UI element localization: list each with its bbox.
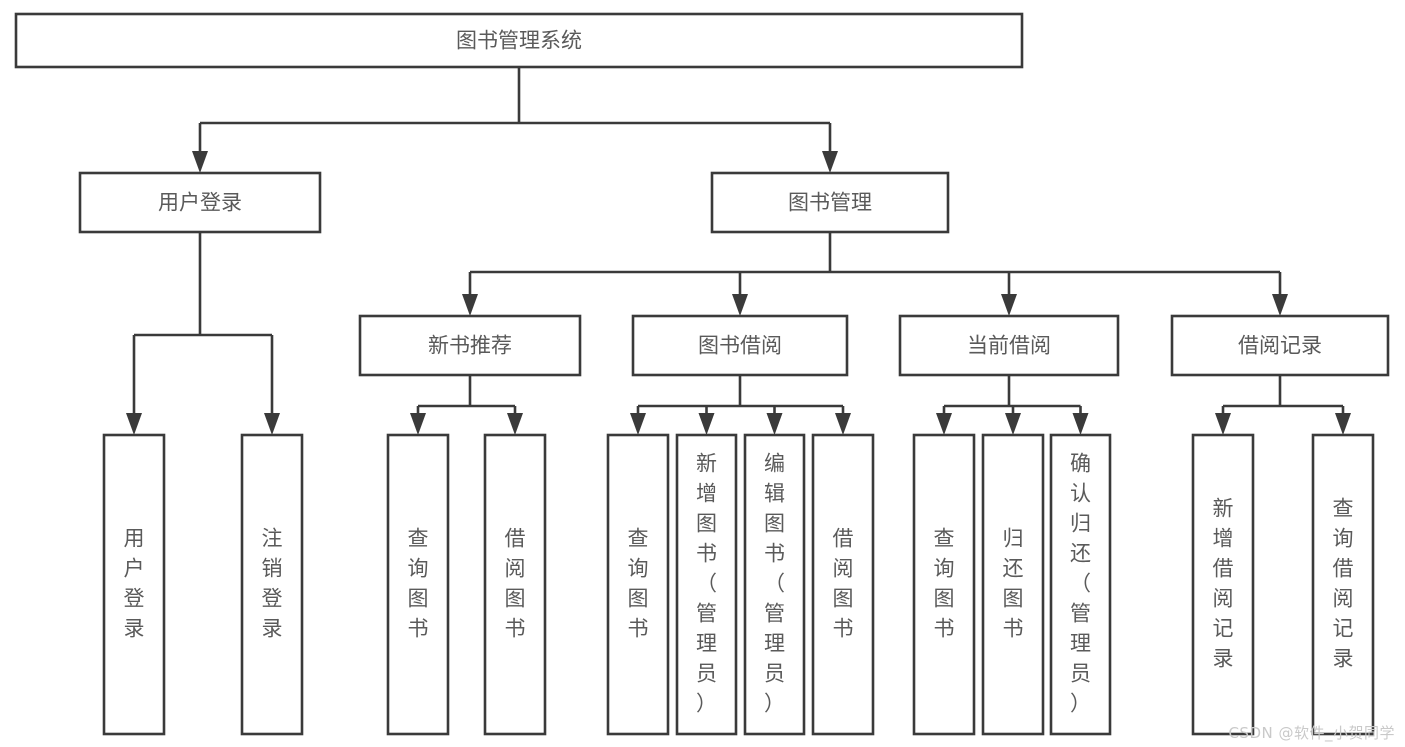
node-new-book-recommend[interactable]: 新书推荐 <box>358 314 582 377</box>
node-label-book-manage: 图书管理 <box>788 191 872 215</box>
node-box-leaf-edit-book <box>743 433 806 736</box>
node-label-new-book-recommend: 新书推荐 <box>428 334 512 358</box>
node-leaf-query-record[interactable]: 查询借阅记录 <box>1311 433 1375 736</box>
node-leaf-add-book[interactable]: 新增图书（管理员） <box>675 433 738 736</box>
node-label-leaf-add-book: 新增图书（管理员） <box>696 452 717 716</box>
node-user-login[interactable]: 用户登录 <box>78 171 322 234</box>
node-borrow-record[interactable]: 借阅记录 <box>1170 314 1390 377</box>
node-box-current-borrow <box>898 314 1120 377</box>
node-leaf-add-record[interactable]: 新增借阅记录 <box>1191 433 1255 736</box>
node-leaf-borrow-book-2[interactable]: 借阅图书 <box>811 433 875 736</box>
watermark-text: CSDN @软件_小贺同学 <box>1228 724 1395 742</box>
node-box-leaf-borrow-book-2 <box>811 433 875 736</box>
node-leaf-query-book-2[interactable]: 查询图书 <box>606 433 670 736</box>
node-leaf-user-logout[interactable]: 注销登录 <box>240 433 304 736</box>
node-box-user-login <box>78 171 322 234</box>
node-label-leaf-user-login: 用户登录 <box>124 527 145 641</box>
node-label-leaf-return-book: 归还图书 <box>1003 527 1024 641</box>
node-label-leaf-user-logout: 注销登录 <box>262 527 283 641</box>
node-box-leaf-add-record <box>1191 433 1255 736</box>
node-box-leaf-query-book-1 <box>386 433 450 736</box>
node-box-leaf-add-book <box>675 433 738 736</box>
node-label-leaf-query-book-2: 查询图书 <box>628 527 649 641</box>
node-root[interactable]: 图书管理系统 <box>14 12 1024 69</box>
node-label-user-login: 用户登录 <box>158 191 242 215</box>
node-label-borrow-record: 借阅记录 <box>1238 334 1322 358</box>
node-book-borrow[interactable]: 图书借阅 <box>631 314 849 377</box>
node-label-root: 图书管理系统 <box>456 29 582 53</box>
node-box-leaf-query-book-3 <box>912 433 976 736</box>
node-label-leaf-query-book-1: 查询图书 <box>408 527 429 641</box>
node-box-leaf-return-book <box>981 433 1045 736</box>
node-leaf-return-book[interactable]: 归还图书 <box>981 433 1045 736</box>
node-label-leaf-confirm-return: 确认归还（管理员） <box>1070 452 1091 716</box>
node-box-leaf-user-logout <box>240 433 304 736</box>
node-box-book-borrow <box>631 314 849 377</box>
node-box-leaf-query-book-2 <box>606 433 670 736</box>
node-leaf-user-login[interactable]: 用户登录 <box>102 433 166 736</box>
node-box-leaf-borrow-book-1 <box>483 433 547 736</box>
node-box-root <box>14 12 1024 69</box>
node-label-leaf-query-book-3: 查询图书 <box>934 527 955 641</box>
node-box-new-book-recommend <box>358 314 582 377</box>
node-box-borrow-record <box>1170 314 1390 377</box>
node-leaf-edit-book[interactable]: 编辑图书（管理员） <box>743 433 806 736</box>
node-leaf-query-book-1[interactable]: 查询图书 <box>386 433 450 736</box>
node-leaf-confirm-return[interactable]: 确认归还（管理员） <box>1049 433 1112 736</box>
node-box-leaf-confirm-return <box>1049 433 1112 736</box>
node-label-current-borrow: 当前借阅 <box>967 334 1051 358</box>
node-label-leaf-add-record: 新增借阅记录 <box>1213 497 1234 671</box>
node-current-borrow[interactable]: 当前借阅 <box>898 314 1120 377</box>
node-book-manage[interactable]: 图书管理 <box>710 171 950 234</box>
node-label-leaf-borrow-book-2: 借阅图书 <box>833 527 854 641</box>
node-leaf-borrow-book-1[interactable]: 借阅图书 <box>483 433 547 736</box>
node-box-book-manage <box>710 171 950 234</box>
node-box-leaf-query-record <box>1311 433 1375 736</box>
node-label-leaf-edit-book: 编辑图书（管理员） <box>764 452 785 716</box>
node-label-leaf-borrow-book-1: 借阅图书 <box>505 527 526 641</box>
node-leaf-query-book-3[interactable]: 查询图书 <box>912 433 976 736</box>
node-box-leaf-user-login <box>102 433 166 736</box>
node-label-leaf-query-record: 查询借阅记录 <box>1333 497 1354 671</box>
node-label-book-borrow: 图书借阅 <box>698 334 782 358</box>
